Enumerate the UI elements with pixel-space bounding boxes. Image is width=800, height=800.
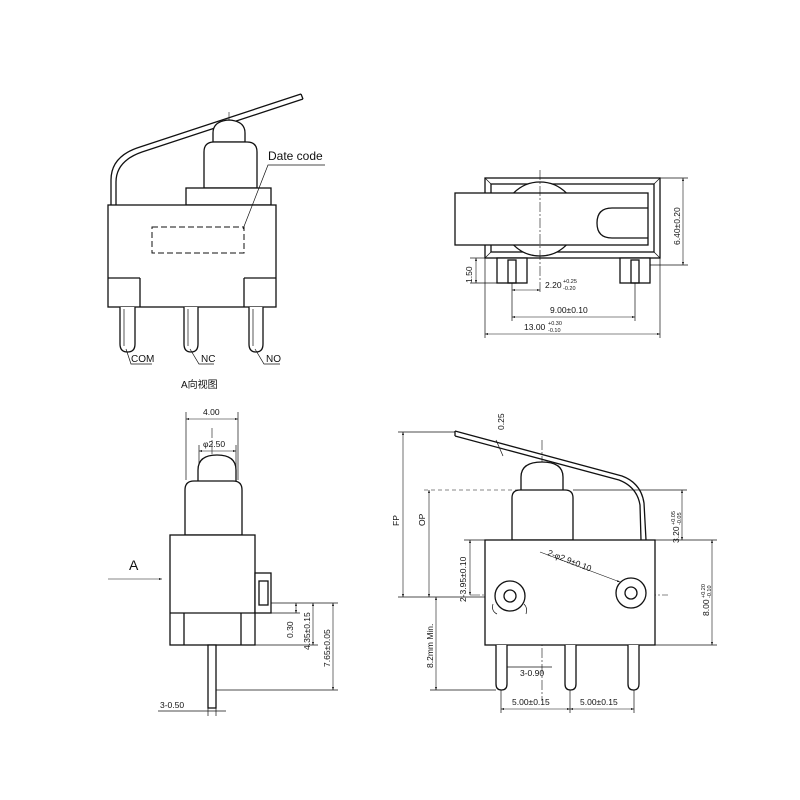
terminal-nc-label: NC [201,354,215,365]
lever-thickness-leader [495,439,504,457]
date-code-leader [242,164,325,230]
terminal-block-left [496,257,528,284]
terminal-nc-pin [183,307,199,353]
view-side: 4.00 φ2.50 A 0.30 4.35±0.15 7.65±0.05 [108,407,338,716]
terminal-height-dim: 1.50 [464,266,474,283]
body-height-tol-lower: -0.10 [707,585,713,598]
pin-spacing-right-dim: 5.00±0.15 [580,697,618,707]
terminal-position-dim: 4.35±0.15 [302,612,312,650]
terminal-pin [207,644,217,709]
length-tol-upper: +0.30 [548,321,562,327]
switch-body [107,204,277,308]
mounting-hole-right [615,577,647,609]
switch-body [169,534,256,646]
pin-spacing-dim: 9.00±0.10 [550,305,588,315]
terminal-thickness-dim: 3-0.50 [160,700,184,710]
corner-chamfer-tl [484,177,492,185]
lever-thickness-dim: 0.25 [496,413,506,430]
pin-offset-tol-lower: -0.20 [563,286,576,292]
actuator-lever [110,93,302,206]
hole-mark-left [492,603,498,615]
terminal-no-label: NO [266,354,281,365]
corner-chamfer-bl [484,251,492,259]
view-caption: A向视图 [181,378,218,391]
roller-diameter-dim: φ2.50 [203,439,225,449]
body-height-tol-upper: +0.20 [701,584,707,598]
offset-dim: 0.30 [285,621,295,638]
pin-spacing-left-dim: 5.00±0.15 [512,697,550,707]
view-a-front: Date code COM NC NO A向视图 [107,93,325,391]
pin-offset-dim: 2.20 [545,280,562,290]
actuator-height-dim: 3.20 [671,526,681,543]
body-height-dim: 7.65±0.05 [322,629,332,667]
side-tab-inner [258,580,269,606]
view-front: FP OP 0.25 2-3.95±0.10 2-φ2.9±0.10 [391,413,717,713]
corner-chamfer-br [653,251,661,259]
terminal-no-pin [248,307,264,353]
mounting-hole-left-inner [503,589,517,603]
body-height-dim-group: 8.00 +0.20 -0.10 [701,584,713,616]
actuator-roller [197,454,237,484]
mounting-hole-right-inner [624,586,638,600]
view-top: 6.40±0.20 1.50 2.20 +0.25 -0.20 9.00±0.1… [454,170,688,338]
hole-diameter-leader [539,551,621,583]
terminal-no-pin [627,645,640,691]
date-code-label: Date code [268,149,323,163]
terminal-width-dim: 3-0.90 [520,668,544,678]
actuator-lever [454,430,647,541]
corner-chamfer-tr [653,177,661,185]
view-direction-label: A [129,557,139,573]
operating-position-label: OP [417,513,427,526]
terminal-no-leader [254,348,280,365]
terminal-com-label: COM [131,354,154,365]
date-code-area [151,226,245,254]
terminal-com-pin [119,307,136,353]
lever-strip [454,192,649,246]
plunger-stem [184,480,243,536]
actuator-roller [212,119,246,143]
actuator-height-tol-lower: -0.05 [677,512,683,525]
actuator-lever-edge [115,98,304,206]
hole-mark-right [523,603,528,615]
terminal-block-right [619,257,651,284]
body-height-dim: 8.00 [701,599,711,616]
lever-tip [300,93,304,100]
hole-height-dim: 2-3.95±0.10 [458,556,468,602]
switch-body [484,539,656,646]
width-dim: 4.00 [203,407,220,417]
actuator-height-tol-upper: +0.05 [671,511,677,525]
terminal-com-pin [495,645,508,691]
min-length-note: 8.2mm Min. [425,624,435,668]
plunger-stem [203,141,258,189]
free-position-label: FP [391,515,401,526]
terminal-nc-pin [564,645,577,691]
lever-slot [596,207,648,239]
plunger-stem [511,489,574,541]
length-dim: 13.00 [524,322,546,332]
terminal-nc-leader [189,348,214,365]
length-tol-lower: -0.10 [548,328,561,334]
actuator-height-dim-group: 3.20 +0.05 -0.05 [671,511,683,543]
pin-offset-tol-upper: +0.25 [563,279,577,285]
mounting-hole-left [494,580,526,612]
actuator-roller [520,461,564,490]
height-dim: 6.40±0.20 [672,207,682,245]
terminal-com-leader [125,348,152,365]
